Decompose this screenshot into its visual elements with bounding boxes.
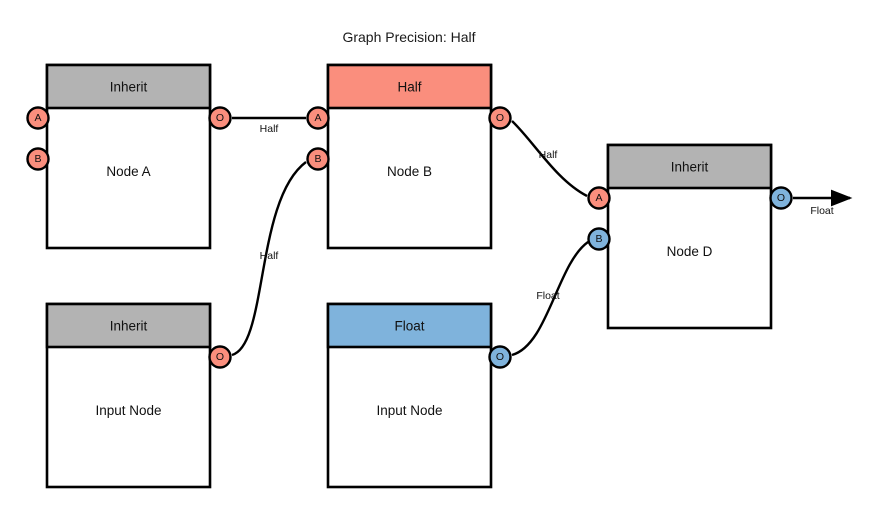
edge-path[interactable] <box>511 241 589 357</box>
port-output-o[interactable]: O <box>488 345 512 369</box>
port-input-b[interactable]: B <box>26 147 50 171</box>
port-circle[interactable] <box>26 106 50 130</box>
node-header-label: Inherit <box>110 80 148 95</box>
node-header[interactable] <box>45 63 212 110</box>
port-label: O <box>216 112 224 124</box>
node-header[interactable] <box>45 302 212 349</box>
edge-label: Half <box>260 123 279 135</box>
node-header-label: Half <box>397 80 421 95</box>
port-output-o[interactable]: O <box>208 345 232 369</box>
node-header-label: Inherit <box>110 319 148 334</box>
port-input-b[interactable]: B <box>306 147 330 171</box>
port-label: B <box>314 153 321 165</box>
port-circle[interactable] <box>587 227 611 251</box>
edge-edge-input-middle-to-d[interactable]: Float <box>511 241 589 357</box>
graph-output: Float <box>793 189 853 217</box>
port-label: B <box>595 233 602 245</box>
edge-edge-input-left-to-b[interactable]: Half <box>231 161 307 357</box>
port-label: A <box>34 112 41 124</box>
output-arrow-label: Float <box>810 205 833 217</box>
port-circle[interactable] <box>488 345 512 369</box>
port-label: O <box>496 112 504 124</box>
node-name-label: Node A <box>106 164 150 179</box>
edge-path[interactable] <box>231 161 307 357</box>
node-header[interactable] <box>326 63 493 110</box>
node-header[interactable] <box>326 302 493 349</box>
port-label: A <box>595 192 602 204</box>
edge-label: Half <box>539 149 558 161</box>
edge-edge-a-to-b[interactable]: Half <box>232 116 306 135</box>
port-circle[interactable] <box>587 186 611 210</box>
node-name-label: Node B <box>387 164 432 179</box>
port-output-o[interactable]: O <box>769 186 793 210</box>
port-label: O <box>216 351 224 363</box>
page-title: Graph Precision: Half <box>342 29 475 45</box>
port-circle[interactable] <box>306 106 330 130</box>
port-label: A <box>314 112 321 124</box>
port-circle[interactable] <box>488 106 512 130</box>
port-output-o[interactable]: O <box>208 106 232 130</box>
port-circle[interactable] <box>26 147 50 171</box>
port-circle[interactable] <box>208 106 232 130</box>
port-output-o[interactable]: O <box>488 106 512 130</box>
edge-label: Float <box>536 290 559 302</box>
port-label: O <box>777 192 785 204</box>
graph-output-layer: Float <box>793 189 853 217</box>
edge-path[interactable] <box>511 120 588 198</box>
edge-edge-b-to-d[interactable]: Half <box>511 120 588 198</box>
port-input-a[interactable]: A <box>587 186 611 210</box>
node-name-label: Input Node <box>95 403 161 418</box>
node-header-label: Float <box>394 319 424 334</box>
port-input-b[interactable]: B <box>587 227 611 251</box>
edge-label: Half <box>260 250 279 262</box>
node-name-label: Node D <box>667 244 713 259</box>
node-header-label: Inherit <box>671 160 709 175</box>
port-label: O <box>496 351 504 363</box>
node-name-label: Input Node <box>376 403 442 418</box>
node-header[interactable] <box>606 143 773 190</box>
port-input-a[interactable]: A <box>306 106 330 130</box>
port-circle[interactable] <box>306 147 330 171</box>
port-circle[interactable] <box>208 345 232 369</box>
port-input-a[interactable]: A <box>26 106 50 130</box>
port-circle[interactable] <box>769 186 793 210</box>
port-label: B <box>34 153 41 165</box>
